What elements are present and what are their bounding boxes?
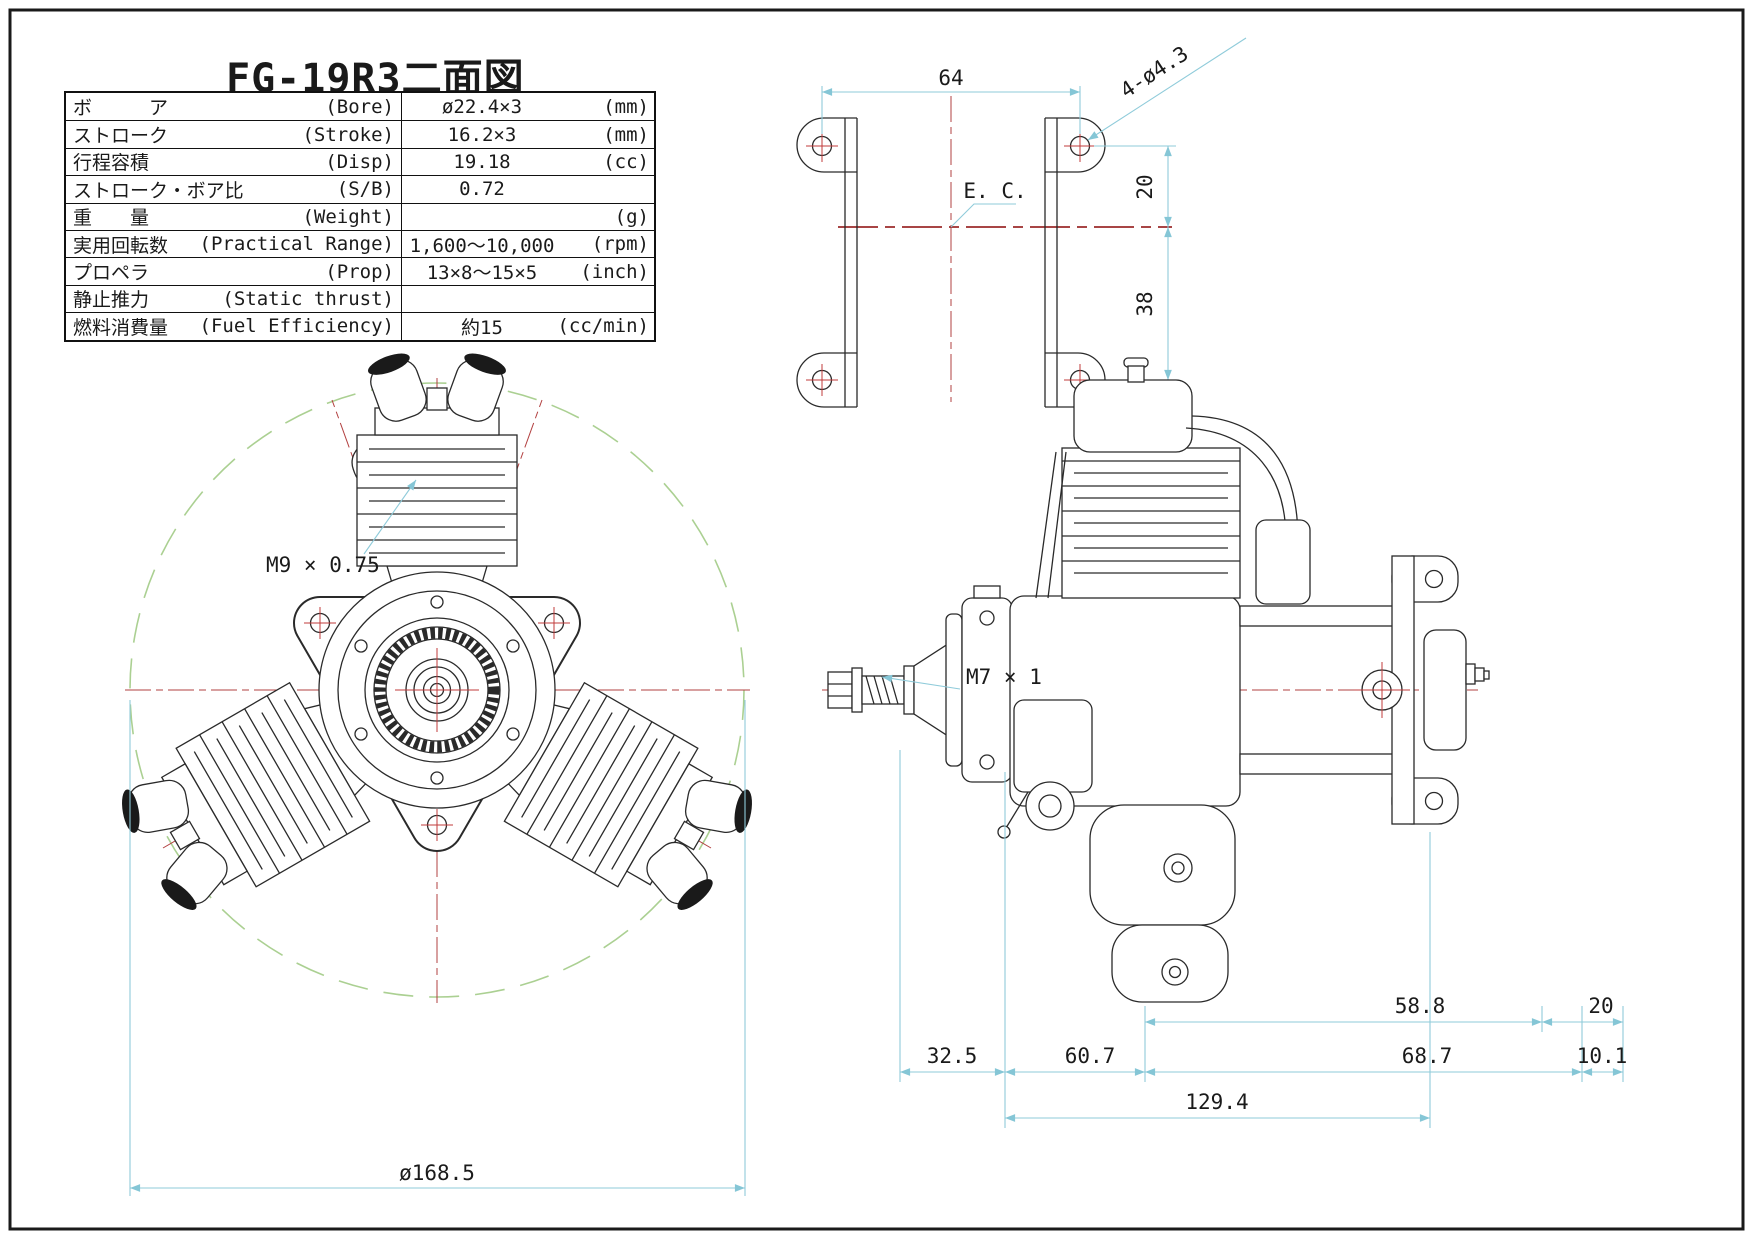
- hole-callout: 4-ø4.3: [1116, 41, 1193, 102]
- table-row: ボ ア (Bore) ø22.4×3 (mm): [66, 93, 654, 121]
- row-unit: (g): [614, 205, 649, 228]
- row-label-en: (Bore): [325, 95, 394, 118]
- row-unit: (cc/min): [557, 315, 649, 338]
- table-row: ストローク (Stroke) 16.2×3 (mm): [66, 120, 654, 148]
- table-row: 静止推力 (Static thrust): [66, 284, 654, 313]
- table-row: 実用回転数 (Practical Range) 1,600～10,000 (rpm): [66, 229, 654, 258]
- side-thread-callout: M7 × 1: [966, 665, 1042, 689]
- table-row: プロペラ (Prop) 13×8～15×5 (inch): [66, 257, 654, 285]
- row-value: 0.72: [459, 178, 505, 201]
- engine-side-view: M7 × 1 58.8 20 32.5 60.7 68.7 10.1 129.4: [822, 357, 1628, 1128]
- dim-10-1: 10.1: [1577, 1044, 1628, 1068]
- row-label-jp: ストローク・ボア比: [73, 179, 244, 202]
- row-label-jp: ボ ア: [73, 97, 169, 120]
- dim-span-64: 64: [938, 66, 963, 90]
- dim-68-7: 68.7: [1402, 1044, 1453, 1068]
- row-label-jp: 実用回転数: [73, 234, 169, 257]
- row-label-en: (Prop): [325, 260, 394, 283]
- engine-centerline-label: E. C.: [963, 179, 1026, 203]
- dim-60-7: 60.7: [1065, 1044, 1116, 1068]
- row-value: 1,600～10,000: [409, 234, 555, 257]
- row-label-jp: 静止推力: [73, 289, 150, 312]
- sheet-border: [8, 8, 1745, 1231]
- row-value: 13×8～15×5: [426, 262, 538, 285]
- dim-58-8: 58.8: [1395, 994, 1446, 1018]
- row-label-jp: 燃料消費量: [73, 316, 169, 339]
- row-label-jp: ストローク: [73, 125, 169, 148]
- table-row: 重 量 (Weight) (g): [66, 202, 654, 230]
- row-unit: (mm): [603, 95, 649, 118]
- dim-129-4: 129.4: [1185, 1090, 1248, 1114]
- row-label-en: (S/B): [336, 178, 394, 201]
- dim-32-5: 32.5: [927, 1044, 978, 1068]
- table-row: 行程容積 (Disp) 19.18 (cc): [66, 147, 654, 176]
- spec-table: ボ ア (Bore) ø22.4×3 (mm) ストローク (Stroke) 16.2…: [64, 91, 656, 342]
- dim-upper-20: 20: [1133, 174, 1157, 199]
- row-unit: (cc): [603, 150, 649, 173]
- row-value: 約15: [461, 316, 503, 339]
- engine-front-view: M9 × 0.75 ø168.5: [100, 347, 774, 1196]
- front-thread-callout: M9 × 0.75: [266, 553, 380, 577]
- row-label-en: (Practical Range): [199, 233, 394, 256]
- front-diameter-dim: ø168.5: [399, 1161, 475, 1185]
- row-unit: (mm): [603, 123, 649, 146]
- row-label-jp: 行程容積: [73, 152, 150, 175]
- row-value: ø22.4×3: [441, 95, 523, 118]
- row-label-jp: プロペラ: [73, 262, 150, 285]
- row-unit: (rpm): [591, 233, 649, 256]
- table-row: ストローク・ボア比 (S/B) 0.72: [66, 175, 654, 203]
- row-value: 16.2×3: [447, 123, 517, 146]
- row-value: 19.18: [453, 150, 511, 173]
- row-label-jp: 重 量: [73, 207, 150, 230]
- dim-20: 20: [1588, 994, 1613, 1018]
- table-row: 燃料消費量 (Fuel Efficiency) 約15 (cc/min): [66, 312, 654, 340]
- row-unit: (inch): [580, 260, 649, 283]
- mount-bracket-view: 64 4-ø4.3 20 38 E. C.: [796, 37, 1247, 408]
- row-label-en: (Disp): [325, 150, 394, 173]
- row-label-en: (Weight): [302, 205, 394, 228]
- row-label-en: (Static thrust): [222, 287, 394, 310]
- dim-lower-38: 38: [1133, 291, 1157, 316]
- row-label-en: (Fuel Efficiency): [199, 315, 394, 338]
- row-label-en: (Stroke): [302, 123, 394, 146]
